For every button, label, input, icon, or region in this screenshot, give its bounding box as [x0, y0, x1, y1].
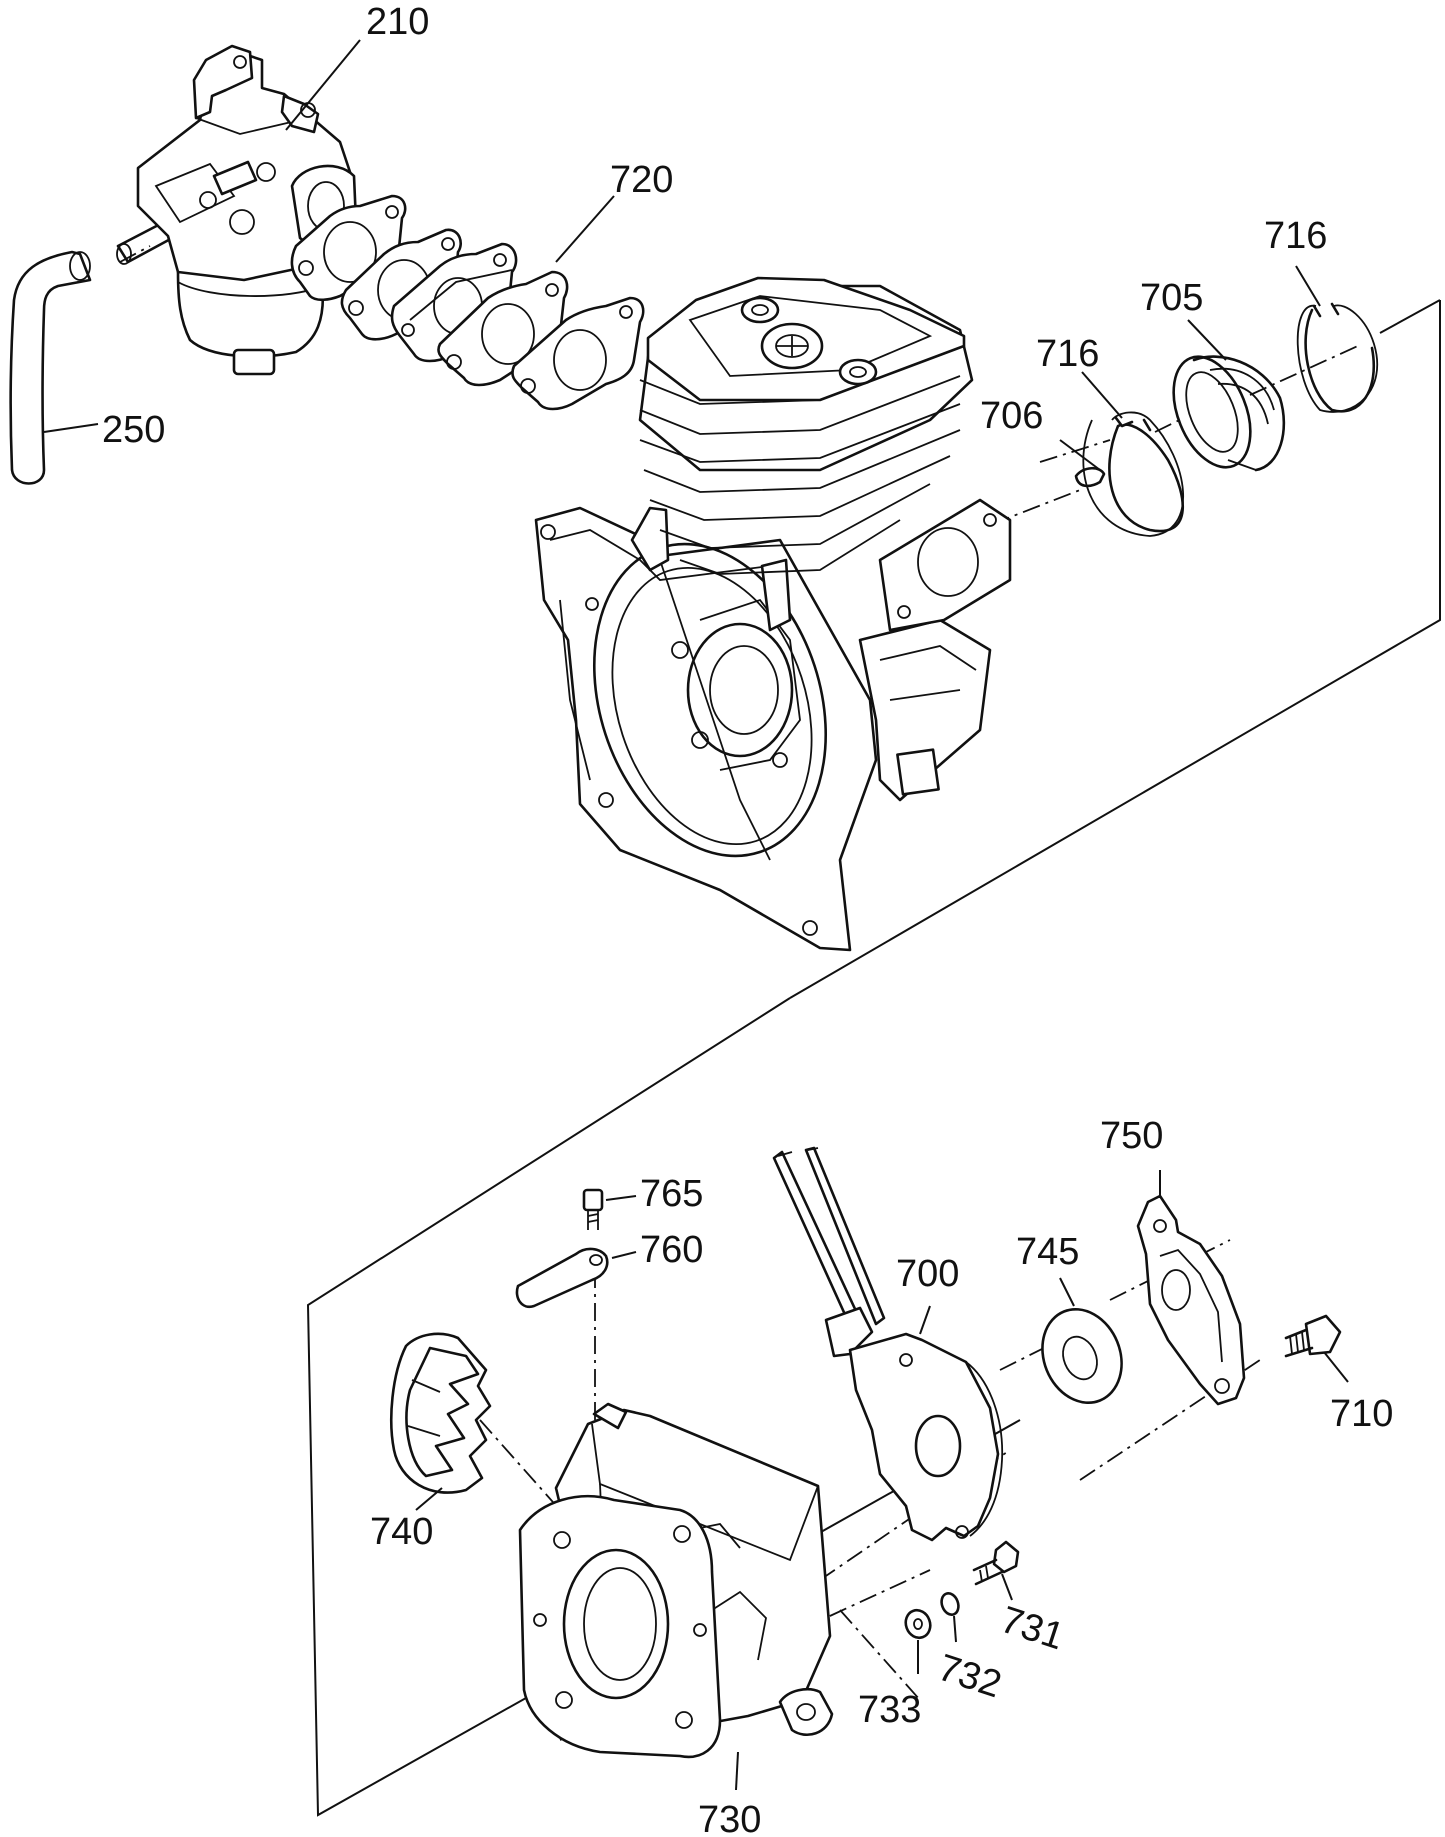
label-716-inner: 716 [1036, 333, 1099, 375]
label-750: 750 [1100, 1115, 1163, 1157]
frame-upper [789, 299, 1441, 999]
washer-733 [904, 1608, 932, 1674]
label-745: 745 [1016, 1231, 1079, 1273]
screw-765 [582, 1188, 637, 1230]
washer-732 [940, 1592, 960, 1643]
label-765: 765 [640, 1173, 703, 1215]
snap-ring-716-outer [1296, 302, 1379, 413]
label-210: 210 [366, 1, 429, 43]
label-250: 250 [102, 409, 165, 451]
label-731: 731 [996, 1599, 1069, 1659]
label-706: 706 [980, 395, 1043, 437]
bracket-750 [1136, 1170, 1246, 1406]
coupling-740 [390, 1332, 492, 1494]
plate-760 [515, 1247, 637, 1309]
label-705: 705 [1140, 277, 1203, 319]
leaders [415, 265, 1321, 1791]
label-732: 732 [933, 1647, 1006, 1707]
engine-block [534, 276, 1012, 952]
label-760: 760 [640, 1229, 703, 1271]
housing-730 [518, 1402, 834, 1759]
key-706 [1074, 466, 1106, 488]
washer-745 [1041, 1277, 1123, 1405]
label-716-outer: 716 [1264, 215, 1327, 257]
label-710: 710 [1330, 1393, 1393, 1435]
bolt-731 [972, 1540, 1020, 1601]
label-720: 720 [610, 159, 673, 201]
gasket-stack-720 [290, 194, 645, 411]
hose-250 [9, 250, 99, 485]
carburetor-210 [116, 39, 361, 376]
snap-ring-716-inner [1082, 411, 1185, 537]
label-700: 700 [896, 1253, 959, 1295]
label-740: 740 [370, 1511, 433, 1553]
arm-plate-700 [772, 1146, 1004, 1542]
bolt-710 [1284, 1314, 1349, 1383]
label-733: 733 [858, 1689, 921, 1731]
bushing-705 [1172, 355, 1286, 472]
label-730: 730 [698, 1799, 761, 1837]
